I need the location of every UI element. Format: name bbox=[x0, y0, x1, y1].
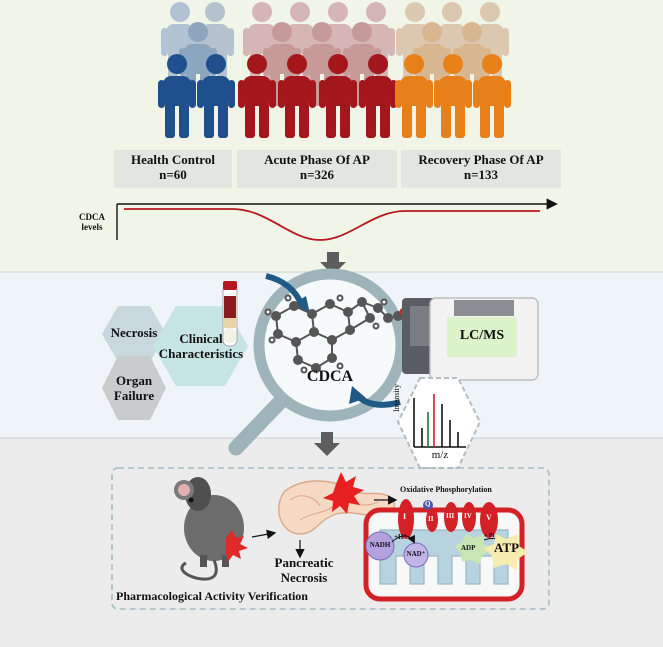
spectrum-xlabel: m/z bbox=[431, 449, 449, 461]
band-verification bbox=[0, 438, 663, 647]
complex-iv-label: IV bbox=[464, 512, 472, 520]
complex-i-label: I bbox=[403, 512, 407, 521]
oxphos-title: Oxidative Phosphorylation bbox=[400, 485, 492, 494]
etc-complexes bbox=[398, 499, 511, 549]
complex-ii bbox=[426, 508, 438, 532]
atp-burst bbox=[484, 534, 528, 570]
complex-v-label: V bbox=[486, 513, 492, 522]
lcms-label: LC/MS bbox=[459, 328, 505, 343]
complex-iv bbox=[462, 502, 476, 532]
hex-clinical-label: Clinical Characteristics bbox=[158, 331, 244, 361]
complex-i bbox=[398, 499, 414, 539]
verification-caption: Pharmacological Activity Verification bbox=[116, 589, 308, 603]
mouse-illustration bbox=[174, 477, 248, 581]
mass-spectrum bbox=[413, 394, 466, 448]
group-count: n=133 bbox=[463, 166, 499, 182]
panel-recovery-phase bbox=[401, 150, 561, 188]
panel-acute-phase bbox=[237, 150, 397, 188]
label-health-control: Health Control n=60 bbox=[114, 152, 232, 183]
complex-q-label: Q bbox=[425, 500, 431, 508]
group-name: Acute Phase Of AP bbox=[264, 152, 370, 167]
spectrum-ylabel: Intensity bbox=[392, 384, 401, 412]
verification-frame bbox=[111, 467, 550, 610]
nad-circle bbox=[403, 542, 429, 568]
nad-label: NAD⁺ bbox=[406, 550, 426, 558]
pancreatic-necrosis-label: Pancreatic Necrosis bbox=[274, 555, 334, 585]
nadh-circle bbox=[365, 531, 395, 561]
pi-label: + Pi bbox=[484, 533, 495, 539]
hex-organ-failure-shape bbox=[102, 356, 166, 420]
blood-tube bbox=[222, 281, 238, 347]
complex-q bbox=[423, 500, 433, 510]
adp-burst bbox=[454, 534, 490, 564]
mouse-to-pancreas-arrow bbox=[251, 529, 277, 540]
h-plus-label: +H⁺ bbox=[394, 533, 408, 541]
down-arrow-top bbox=[320, 252, 346, 275]
hex-necrosis-shape bbox=[102, 306, 166, 362]
group-count: n=60 bbox=[159, 166, 187, 182]
lcms-instrument bbox=[402, 297, 539, 381]
complex-v bbox=[480, 502, 498, 538]
adp-label: ADP bbox=[461, 544, 476, 552]
group-name: Health Control bbox=[131, 152, 215, 167]
label-acute-phase: Acute Phase Of AP n=326 bbox=[237, 152, 397, 183]
complex-ii-label: II bbox=[428, 515, 434, 523]
atp-label: ATP bbox=[494, 540, 520, 555]
group-name: Recovery Phase Of AP bbox=[418, 152, 544, 167]
cdca-center-label: CDCA bbox=[306, 368, 354, 385]
panel-health-control bbox=[114, 150, 232, 188]
cdca-level-curve bbox=[124, 208, 540, 241]
cdca-level-chart bbox=[116, 198, 558, 241]
nadh-label: NADH bbox=[369, 541, 391, 549]
group-count: n=326 bbox=[299, 166, 335, 182]
hex-necrosis-label: Necrosis bbox=[110, 325, 158, 340]
lcms-screen bbox=[447, 317, 517, 357]
complex-iii bbox=[444, 502, 458, 532]
label-recovery-phase: Recovery Phase Of AP n=133 bbox=[401, 152, 561, 183]
cdca-levels-label: CDCA levels bbox=[79, 212, 105, 233]
down-arrow-bottom bbox=[314, 432, 340, 456]
complex-iii-label: III bbox=[446, 512, 455, 520]
hex-organ-failure-label: Organ Failure bbox=[113, 373, 155, 403]
